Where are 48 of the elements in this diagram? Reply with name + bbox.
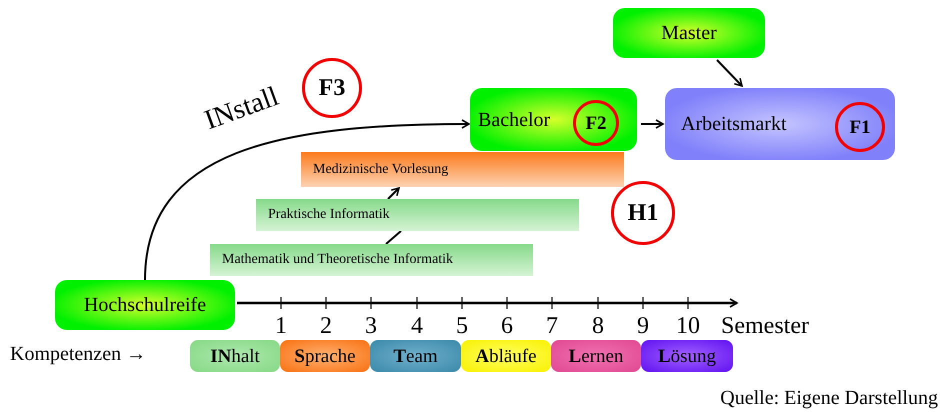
node-text: Sprache (294, 346, 356, 366)
node-text: F1 (849, 118, 871, 136)
node-text: Bachelor (478, 110, 550, 130)
row-label: Kompetenzen → (10, 344, 146, 364)
arrow (641, 119, 664, 129)
course-bar (256, 199, 579, 231)
stage-box (55, 280, 235, 330)
tick-label: 5 (456, 314, 468, 338)
competence-box (190, 340, 280, 372)
node-text: F3 (318, 76, 346, 100)
competence-box (461, 340, 551, 372)
tick-label: 3 (365, 314, 377, 338)
node-text: Lösung (658, 346, 716, 366)
tick-label: 9 (637, 314, 649, 338)
course-bar (301, 152, 624, 187)
caption: Quelle: Eigene Darstellung (720, 388, 938, 408)
competence-box (280, 340, 370, 372)
competence-box (641, 340, 733, 372)
competence-box (370, 340, 461, 372)
course-bar (210, 244, 533, 276)
node-text: F2 (585, 114, 607, 132)
competence-box (551, 340, 641, 372)
arrow (387, 187, 400, 200)
tick-label: 4 (411, 314, 423, 338)
tick-label: 1 (275, 314, 287, 338)
axis-label: Semester (721, 314, 809, 338)
rotated-label: INstall (201, 82, 282, 136)
arrow (716, 59, 743, 87)
node-text: Master (661, 23, 717, 43)
stage-box (665, 88, 895, 160)
arrow (144, 119, 470, 280)
stage-box (613, 8, 765, 58)
stage-box (470, 88, 637, 151)
node-text: Abläufe (475, 346, 537, 366)
node-text: Arbeitsmarkt (681, 114, 787, 134)
tick-label: 10 (676, 314, 700, 338)
node-text: H1 (628, 201, 658, 225)
node-text: Hochschulreife (84, 295, 206, 315)
node-text: Mathematik und Theoretische Informatik (222, 253, 454, 267)
node-text: Praktische Informatik (268, 208, 390, 222)
tick-label: 6 (501, 314, 513, 338)
node-text: INhalt (210, 346, 260, 366)
node-text: Team (393, 346, 438, 366)
tick-label: 2 (320, 314, 332, 338)
node-text: Lernen (568, 346, 624, 366)
node-text: Medizinische Vorlesung (313, 162, 448, 176)
tick-label: 8 (592, 314, 604, 338)
tick-label: 7 (546, 314, 558, 338)
